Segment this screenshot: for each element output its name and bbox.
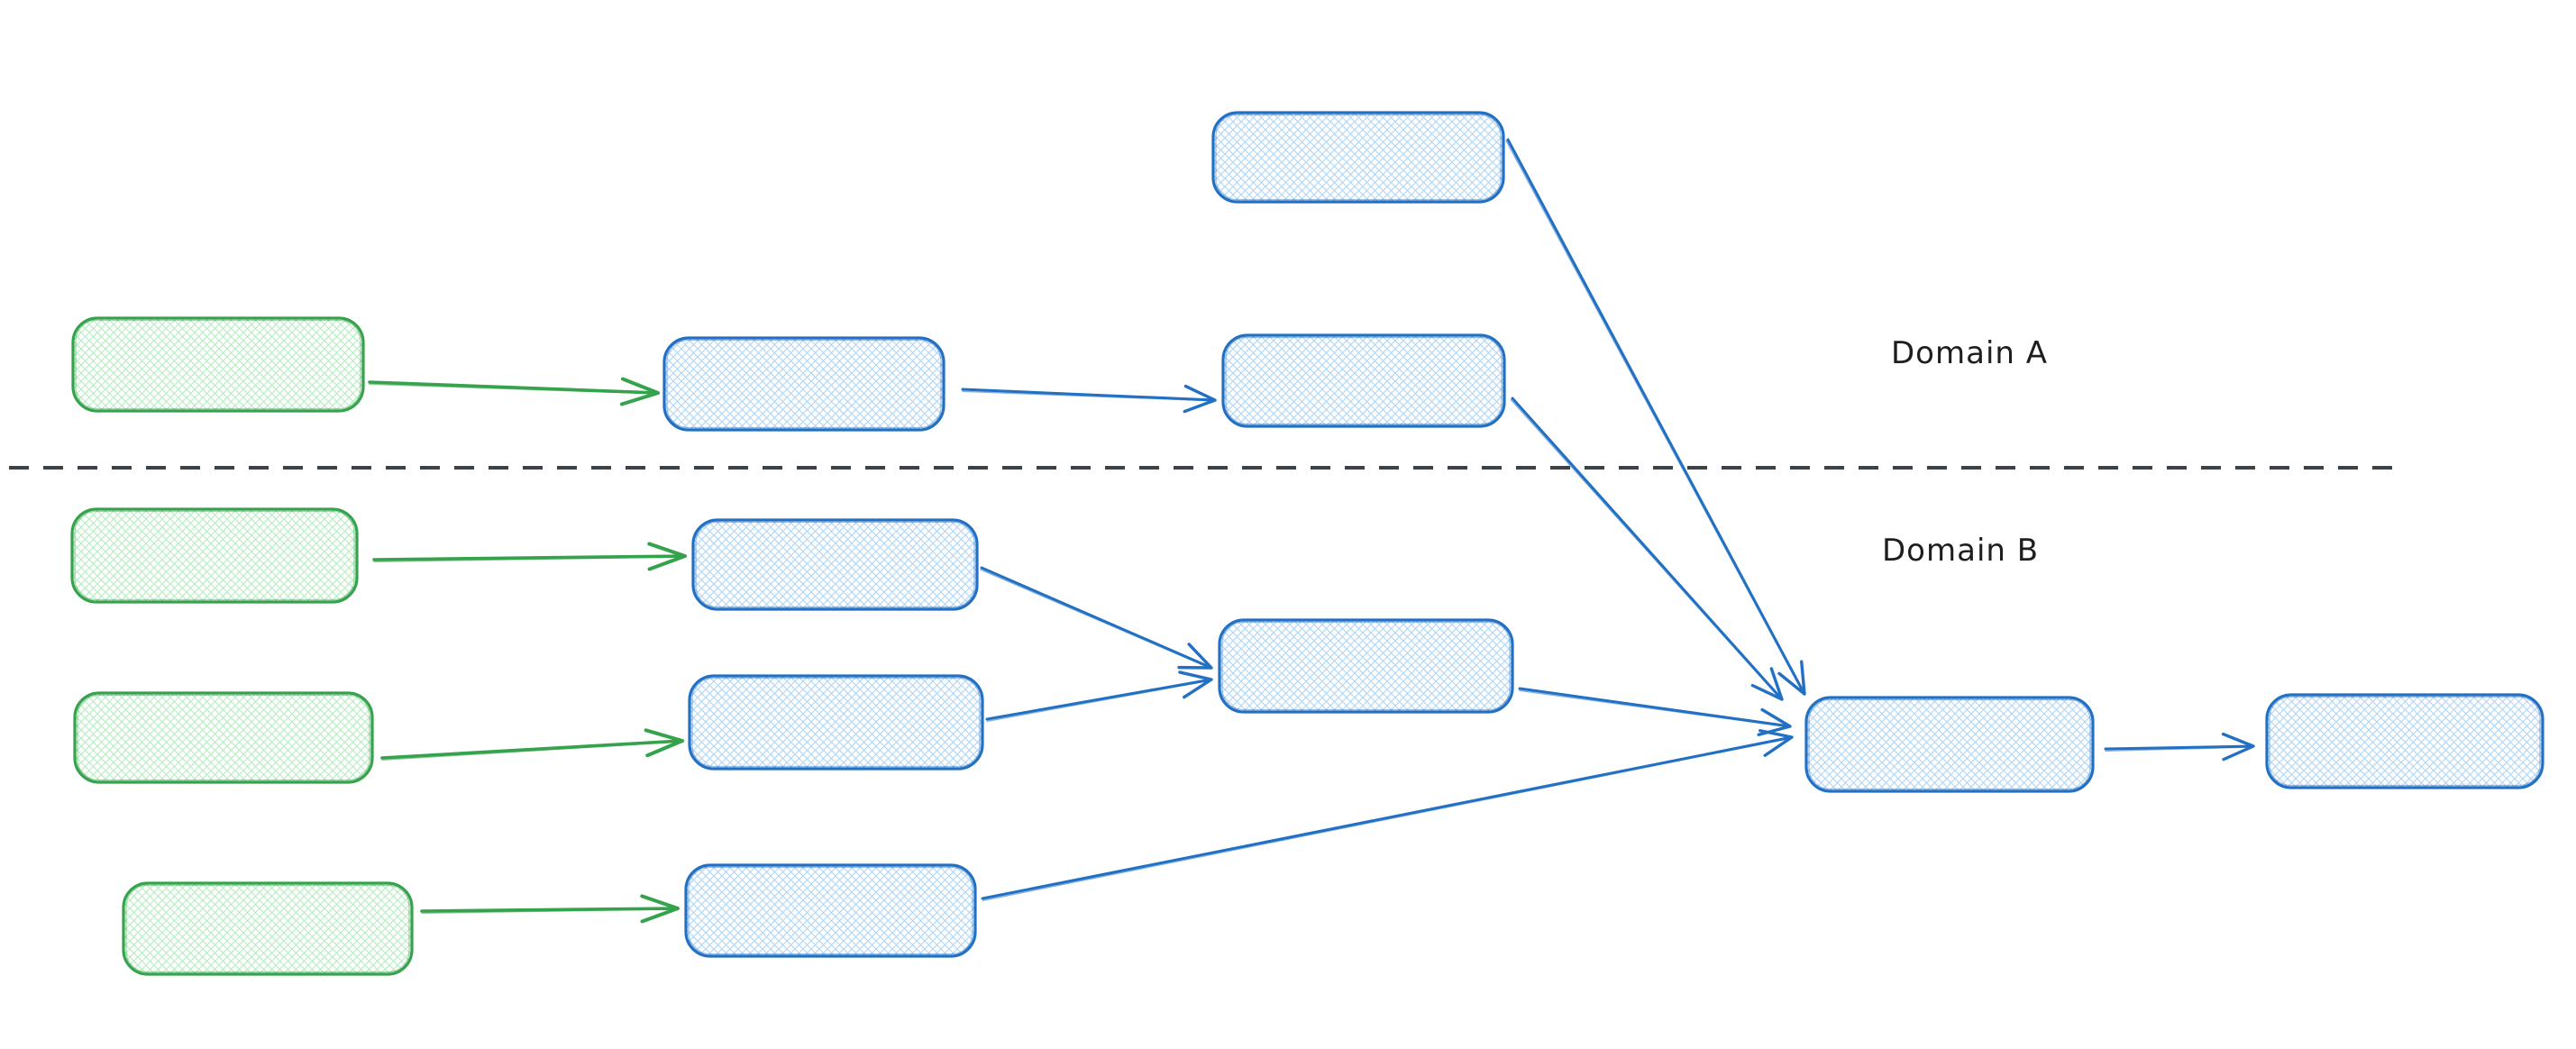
arrowhead-icon bbox=[647, 542, 687, 571]
edge-sketch-stroke bbox=[962, 390, 1216, 402]
node-stage-a1[interactable] bbox=[662, 336, 945, 432]
arrowhead-icon bbox=[1758, 729, 1794, 757]
node-top-feed[interactable] bbox=[1211, 111, 1505, 204]
edge-sketch-stroke bbox=[1510, 398, 1783, 701]
node-sketch-outline bbox=[1225, 336, 1503, 425]
edge-source-b3-to-stage-b3[interactable] bbox=[420, 894, 680, 924]
arrowhead-icon bbox=[1183, 384, 1217, 414]
node-sketch-outline bbox=[1808, 698, 2091, 790]
node-sketch-outline bbox=[666, 339, 942, 429]
edge-sketch-stroke bbox=[369, 383, 659, 395]
edge-source-b1-to-stage-b1[interactable] bbox=[372, 542, 687, 571]
edge-aggregate-to-output[interactable] bbox=[2104, 732, 2255, 762]
node-stage-b1[interactable] bbox=[691, 518, 979, 611]
arrowhead-icon bbox=[1777, 660, 1806, 696]
edge-sketch-stroke bbox=[1518, 689, 1791, 728]
arrowhead-icon bbox=[1178, 670, 1213, 699]
edge-source-a-to-stage-a1[interactable] bbox=[368, 377, 660, 406]
node-output[interactable] bbox=[2265, 693, 2544, 789]
node-sketch-outline bbox=[1215, 114, 1502, 201]
edge-top-feed-to-aggregate[interactable] bbox=[1505, 138, 1806, 696]
node-stage-b3[interactable] bbox=[684, 863, 977, 958]
node-sketch-outline bbox=[1221, 621, 1511, 711]
node-sketch-outline bbox=[77, 694, 370, 781]
node-stage-b2[interactable] bbox=[688, 674, 984, 771]
edge-sketch-stroke bbox=[373, 556, 686, 562]
edge-merge-b-to-aggregate[interactable] bbox=[1518, 687, 1792, 736]
arrowhead-icon bbox=[644, 728, 684, 758]
domain-b-label[interactable]: Domain B bbox=[1882, 533, 2039, 569]
edge-stage-a1-to-stage-a2[interactable] bbox=[961, 384, 1217, 414]
arrowhead-icon bbox=[2221, 732, 2255, 762]
node-sketch-outline bbox=[691, 677, 981, 768]
edge-stage-b3-to-aggregate[interactable] bbox=[981, 729, 1794, 901]
node-sketch-outline bbox=[688, 866, 973, 955]
edge-sketch-stroke bbox=[1505, 140, 1804, 696]
edges-layer bbox=[368, 138, 2255, 924]
node-sketch-outline bbox=[125, 884, 410, 973]
domain-a-label[interactable]: Domain A bbox=[1891, 335, 2048, 371]
arrowhead-icon bbox=[640, 894, 680, 924]
arrowhead-icon bbox=[1750, 667, 1784, 701]
node-sketch-outline bbox=[2269, 696, 2541, 787]
edge-sketch-stroke bbox=[381, 741, 683, 761]
edge-stage-b2-to-merge-b[interactable] bbox=[985, 670, 1213, 722]
nodes-layer bbox=[70, 111, 2544, 976]
node-stage-a2[interactable] bbox=[1221, 333, 1506, 428]
node-sketch-outline bbox=[74, 510, 355, 601]
arrowhead-icon bbox=[1177, 643, 1213, 670]
edge-sketch-stroke bbox=[421, 908, 679, 914]
node-sketch-outline bbox=[75, 319, 361, 410]
node-source-b3[interactable] bbox=[122, 881, 414, 976]
node-source-b2[interactable] bbox=[73, 691, 374, 784]
node-aggregate[interactable] bbox=[1804, 696, 2095, 793]
edge-sketch-stroke bbox=[2105, 746, 2254, 752]
edge-stage-a2-to-aggregate[interactable] bbox=[1510, 397, 1784, 701]
node-source-a[interactable] bbox=[71, 316, 365, 413]
edge-source-b2-to-stage-b2[interactable] bbox=[380, 728, 684, 761]
arrowhead-icon bbox=[619, 377, 660, 406]
edge-sketch-stroke bbox=[986, 680, 1212, 722]
edge-sketch-stroke bbox=[982, 737, 1793, 901]
edge-stage-b1-to-merge-b[interactable] bbox=[980, 566, 1213, 670]
edge-sketch-stroke bbox=[980, 569, 1212, 670]
node-merge-b[interactable] bbox=[1218, 618, 1514, 714]
node-source-b1[interactable] bbox=[70, 507, 359, 604]
node-sketch-outline bbox=[695, 521, 975, 608]
